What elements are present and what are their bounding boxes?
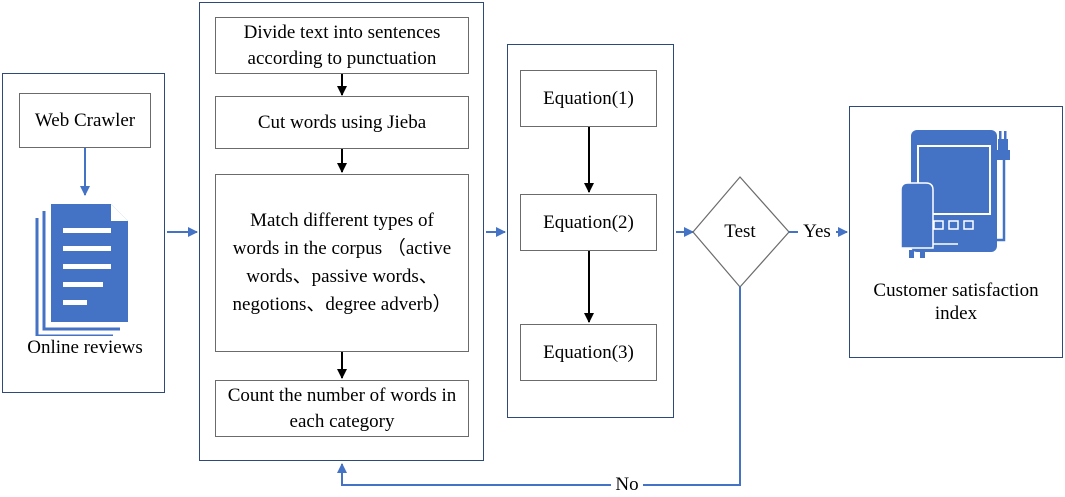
no-label: No [611, 473, 643, 497]
yes-label: Yes [798, 220, 836, 244]
web-crawler-label: Web Crawler [34, 109, 136, 131]
step-divide-sentences: Divide text into sentences according to … [215, 17, 469, 74]
web-crawler-box: Web Crawler [19, 93, 151, 148]
equation-2-box: Equation(2) [520, 194, 657, 251]
step-cut-words-label: Cut words using Jieba [257, 111, 427, 133]
customer-satisfaction-label: Customer satisfaction index [870, 279, 1042, 325]
document-icon [35, 204, 128, 338]
equation-1-label: Equation(1) [543, 87, 634, 109]
step-match-words: Match different types of words in the co… [215, 174, 469, 352]
online-reviews-label: Online reviews [22, 336, 148, 360]
equation-2-label: Equation(2) [543, 211, 634, 233]
arrow-no-feedback [337, 287, 741, 486]
equation-3-box: Equation(3) [520, 324, 657, 381]
equation-1-box: Equation(1) [520, 70, 657, 127]
tablet-device-icon [900, 130, 1010, 258]
equation-3-label: Equation(3) [543, 341, 634, 363]
step-count-words-label: Count the number of words in each catego… [227, 384, 457, 432]
step-count-words: Count the number of words in each catego… [215, 380, 469, 437]
step-divide-sentences-label: Divide text into sentences according to … [243, 21, 441, 69]
step-cut-words: Cut words using Jieba [215, 96, 469, 149]
step-match-words-label: Match different types of words in the co… [232, 210, 452, 315]
test-label: Test [724, 221, 756, 242]
